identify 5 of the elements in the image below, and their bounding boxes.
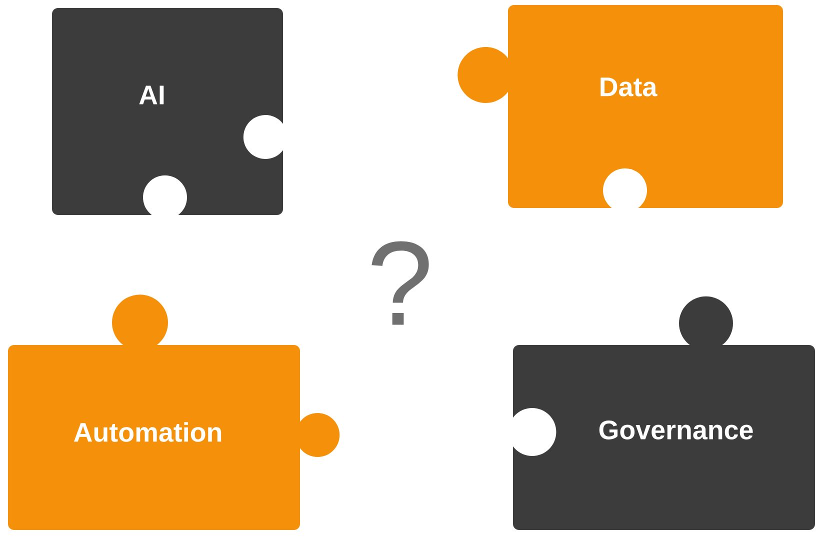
puzzle-piece: Automation (8, 294, 340, 530)
question-mark: ? (372, 241, 429, 325)
puzzle-piece: AI (52, 8, 288, 220)
puzzle-piece: Governance (508, 296, 815, 530)
puzzle-piece: Data (458, 5, 783, 212)
